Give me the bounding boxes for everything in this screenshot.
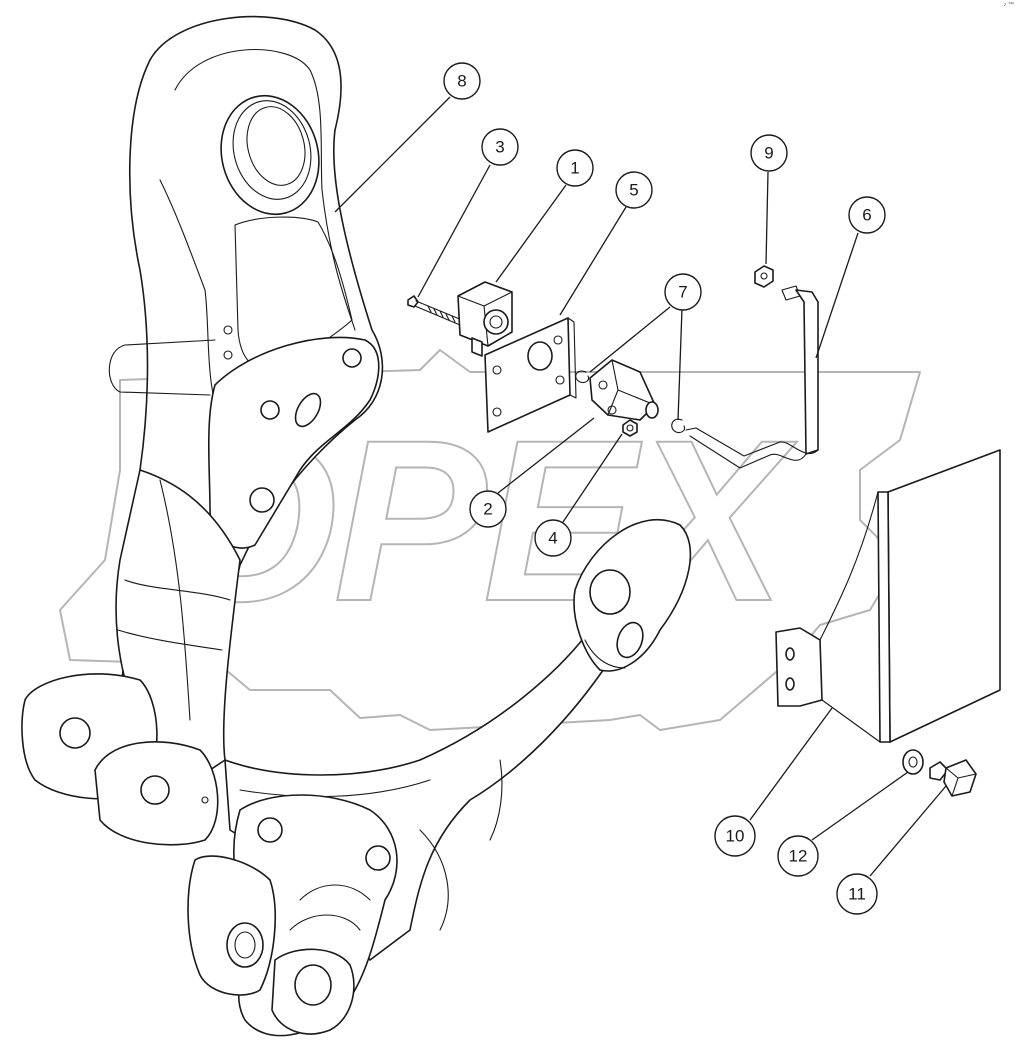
corner-mark: ♪ ™ [1003, 2, 1014, 8]
shield-part-10 [775, 449, 1001, 743]
callout-9: 9 [750, 134, 788, 172]
callout-2-label: 2 [483, 500, 492, 519]
callout-6-label: 6 [862, 206, 871, 225]
callout-11-label: 11 [848, 885, 866, 904]
callout-8-label: 8 [457, 72, 466, 91]
callout-3: 3 [481, 128, 519, 166]
washer-part-12 [902, 749, 924, 775]
callout-11: 11 [836, 873, 878, 915]
sensor-part-1 [457, 281, 513, 357]
callout-7-label: 7 [678, 283, 687, 302]
callout-8: 8 [443, 62, 481, 100]
callout-12: 12 [777, 835, 819, 877]
clips-part-7 [575, 370, 686, 434]
callout-7: 7 [664, 273, 702, 311]
leader-lines [334, 96, 947, 877]
bolt-part-3 [407, 295, 463, 326]
mounting-plate-part-5 [484, 317, 577, 433]
bolt-part-11 [929, 759, 977, 797]
callout-5: 5 [615, 171, 653, 209]
bracket-part-2 [589, 359, 659, 421]
callout-3-label: 3 [495, 138, 504, 157]
callout-4: 4 [534, 519, 572, 557]
callout-1: 1 [556, 149, 594, 187]
rod-part-6 [685, 285, 819, 469]
callout-1-label: 1 [570, 159, 579, 178]
callout-2: 2 [469, 490, 507, 528]
callout-5-label: 5 [629, 181, 638, 200]
frame-casting [21, 15, 692, 1037]
callout-6: 6 [848, 196, 886, 234]
callout-9-label: 9 [764, 144, 773, 163]
callout-10: 10 [714, 815, 756, 857]
callout-4-label: 4 [548, 529, 557, 548]
callout-10-label: 10 [726, 827, 745, 846]
nut-part-9 [754, 265, 774, 288]
callout-12-label: 12 [789, 847, 808, 866]
nut-part-4 [622, 419, 638, 437]
